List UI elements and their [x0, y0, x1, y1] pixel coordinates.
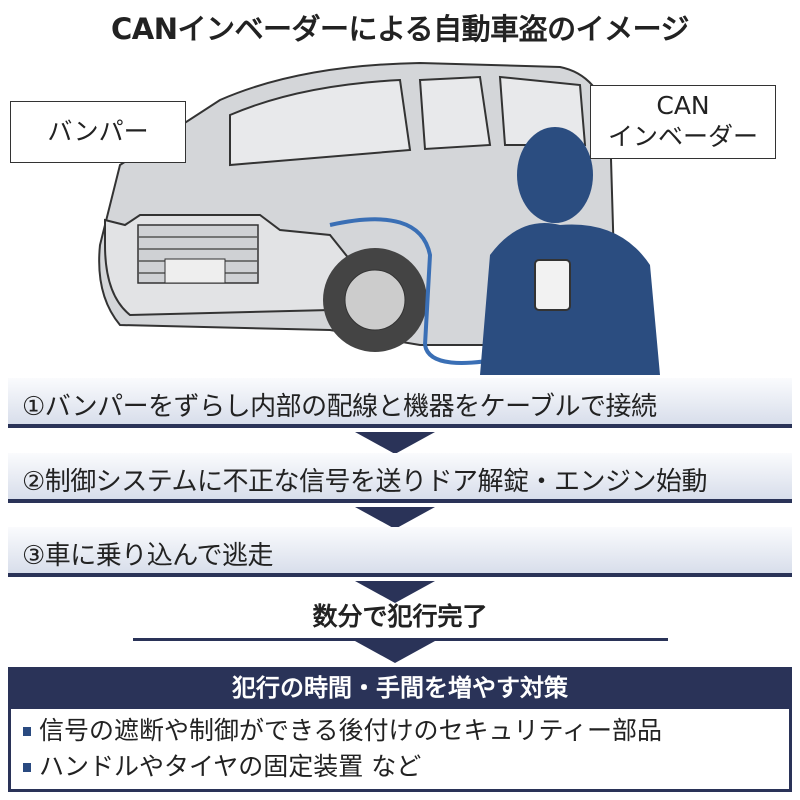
bullet-icon — [23, 763, 31, 772]
bumper-label: バンパー — [10, 101, 186, 163]
divider — [133, 638, 668, 641]
step-1: ①バンパーをずらし内部の配線と機器をケーブルで接続 — [8, 378, 792, 428]
result-text: 数分で犯行完了 — [312, 602, 488, 631]
car-illustration — [98, 61, 617, 365]
bumper-label-text: バンパー — [47, 117, 149, 146]
car-theft-illustration — [98, 61, 660, 375]
countermeasures-heading: 犯行の時間・手間を増やす対策 — [232, 674, 568, 702]
list-item-text: ハンドルやタイヤの固定装置 など — [39, 752, 422, 781]
down-arrow — [355, 432, 435, 454]
countermeasures-box: 犯行の時間・手間を増やす対策 信号の遮断や制御ができる後付けのセキュリティー部品… — [8, 667, 792, 792]
list-item-text: 信号の遮断や制御ができる後付けのセキュリティー部品 — [39, 716, 663, 745]
can-inverter-label: CAN インベーダー — [590, 85, 776, 159]
down-arrow — [355, 581, 435, 603]
bullet-icon — [23, 727, 31, 736]
can-inverter-label-line2: インベーダー — [607, 122, 758, 152]
down-arrow — [355, 641, 435, 663]
step-2: ②制御システムに不正な信号を送りドア解錠・エンジン始動 — [8, 453, 792, 503]
list-item: 信号の遮断や制御ができる後付けのセキュリティー部品 — [23, 713, 789, 749]
thief-figure — [480, 127, 660, 375]
down-arrow — [355, 507, 435, 529]
step-3: ③車に乗り込んで逃走 — [8, 527, 792, 577]
page-title: CANインベーダーによる自動車盗のイメージ — [110, 12, 690, 46]
countermeasures-list: 信号の遮断や制御ができる後付けのセキュリティー部品 ハンドルやタイヤの固定装置 … — [11, 709, 789, 789]
can-inverter-label-line1: CAN — [656, 91, 710, 120]
list-item: ハンドルやタイヤの固定装置 など — [23, 749, 789, 785]
